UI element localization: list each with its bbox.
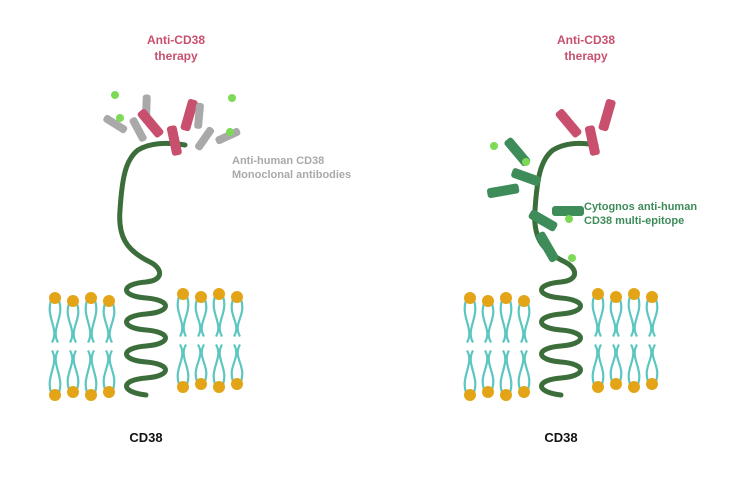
therapy-label-line1: Anti-CD38 (147, 33, 205, 47)
lipid-tail (236, 296, 244, 385)
lipid-head-icon (231, 378, 243, 390)
lipid-tail (505, 297, 513, 396)
lipid-tail (66, 300, 74, 393)
cd38-protein (532, 140, 599, 398)
therapy-label-line1: Anti-CD38 (557, 33, 615, 47)
lipid-head-icon (592, 288, 604, 300)
therapy-label-line2: therapy (564, 49, 608, 63)
lipid-tail (597, 293, 605, 388)
antibody-therapy-right (555, 99, 616, 156)
panel-left: Anti-CD38 therapy Anti-human CD38 Monocl… (48, 33, 351, 445)
fluorophore-icon (568, 254, 576, 262)
lipid-tail (90, 297, 98, 396)
antibody-label-line2: Monoclonal antibodies (232, 169, 351, 181)
panel-right: Anti-CD38 therapy Cytognos anti-human CD… (463, 33, 697, 445)
fluorophore-icon (116, 114, 124, 122)
lipid-tail (176, 293, 184, 388)
lipid-tail (481, 300, 489, 393)
lipid-head-icon (67, 386, 79, 398)
fluorophore-icon (565, 215, 573, 223)
lipid-head-icon (646, 291, 658, 303)
lipid-tail (84, 297, 92, 396)
fluorophore-icon (490, 142, 498, 150)
membrane-right (463, 288, 659, 401)
lipid-head-icon (464, 292, 476, 304)
lipid-head-icon (49, 292, 61, 304)
fluorophore-icon (111, 91, 119, 99)
antibody-label-line2: CD38 multi-epitope (584, 215, 684, 227)
antibody-therapy-left (137, 99, 198, 156)
lipid-head-icon (518, 295, 530, 307)
lipid-tail (54, 297, 62, 396)
antibody-green-bottom (528, 206, 584, 263)
lipid-head-icon (646, 378, 658, 390)
receptor-label: CD38 (129, 430, 162, 445)
fluorophore-icon (228, 94, 236, 102)
lipid-head-icon (103, 295, 115, 307)
lipid-tail (487, 300, 495, 393)
lipid-tail (102, 300, 110, 393)
lipid-tail (469, 297, 477, 396)
lipid-tail (627, 293, 635, 388)
lipid-head-icon (67, 295, 79, 307)
lipid-tail (230, 296, 238, 385)
lipid-head-icon (177, 288, 189, 300)
lipid-head-icon (518, 386, 530, 398)
lipid-tail (48, 297, 56, 396)
therapy-label-line2: therapy (154, 49, 198, 63)
lipid-head-icon (103, 386, 115, 398)
lipid-head-icon (464, 389, 476, 401)
antibody-label-line1: Cytognos anti-human (584, 201, 697, 213)
lipid-tail (212, 293, 220, 388)
lipid-tail (499, 297, 507, 396)
lipid-head-icon (482, 386, 494, 398)
cd38-protein (117, 140, 188, 398)
lipid-head-icon (85, 292, 97, 304)
lipid-tail (615, 296, 623, 385)
lipid-tail (218, 293, 226, 388)
lipid-tail (651, 296, 659, 385)
lipid-head-icon (500, 389, 512, 401)
lipid-head-icon (195, 378, 207, 390)
antibody-label-line1: Anti-human CD38 (232, 155, 324, 167)
lipid-head-icon (592, 381, 604, 393)
fluorophore-icon (226, 128, 234, 136)
fluorophore-icon (522, 158, 530, 166)
lipid-tail (72, 300, 80, 393)
lipid-head-icon (231, 291, 243, 303)
lipid-tail (463, 297, 471, 396)
lipid-head-icon (628, 288, 640, 300)
lipid-head-icon (85, 389, 97, 401)
lipid-tail (108, 300, 116, 393)
lipid-tail (645, 296, 653, 385)
lipid-head-icon (610, 291, 622, 303)
lipid-tail (182, 293, 190, 388)
lipid-head-icon (628, 381, 640, 393)
lipid-head-icon (610, 378, 622, 390)
lipid-head-icon (500, 292, 512, 304)
lipid-tail (523, 300, 531, 393)
lipid-tail (591, 293, 599, 388)
lipid-tail (633, 293, 641, 388)
lipid-tail (194, 296, 202, 385)
lipid-head-icon (195, 291, 207, 303)
receptor-label: CD38 (544, 430, 577, 445)
lipid-tail (609, 296, 617, 385)
lipid-head-icon (49, 389, 61, 401)
lipid-tail (517, 300, 525, 393)
lipid-tail (200, 296, 208, 385)
lipid-head-icon (213, 288, 225, 300)
membrane-left (48, 288, 244, 401)
lipid-head-icon (177, 381, 189, 393)
lipid-head-icon (482, 295, 494, 307)
lipid-head-icon (213, 381, 225, 393)
antibody-gray-right (194, 102, 241, 151)
